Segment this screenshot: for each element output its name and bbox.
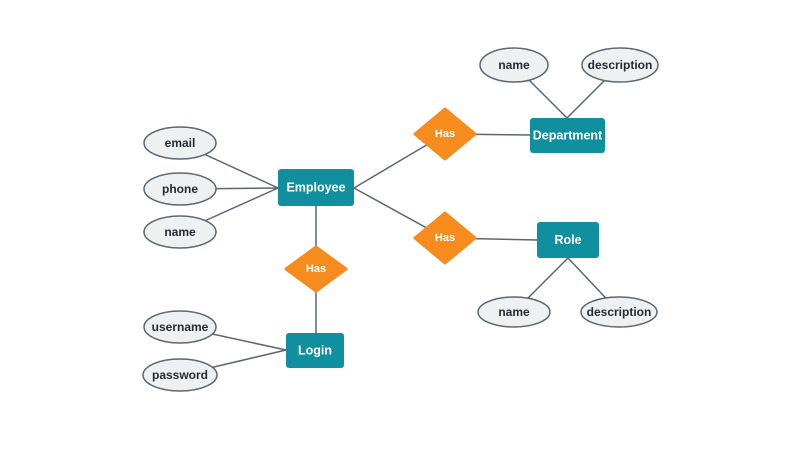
attr-password[interactable] bbox=[142, 358, 218, 392]
attr-role-description-shape[interactable] bbox=[580, 296, 658, 328]
attr-role-name[interactable] bbox=[477, 296, 551, 328]
entity-employee[interactable] bbox=[278, 169, 354, 206]
attr-username-shape[interactable] bbox=[143, 310, 217, 344]
rel-has-department-shape[interactable] bbox=[413, 107, 477, 161]
entity-role-shape[interactable] bbox=[537, 222, 599, 258]
rel-has-role[interactable] bbox=[413, 211, 477, 265]
attr-department-name-shape[interactable] bbox=[479, 47, 549, 83]
attr-phone[interactable] bbox=[143, 172, 217, 206]
rel-has-department[interactable] bbox=[413, 107, 477, 161]
attr-email-shape[interactable] bbox=[143, 126, 217, 160]
attr-role-name-shape[interactable] bbox=[477, 296, 551, 328]
attr-employee-name[interactable] bbox=[143, 215, 217, 249]
entity-login[interactable] bbox=[286, 333, 344, 368]
attr-phone-shape[interactable] bbox=[143, 172, 217, 206]
rel-has-login[interactable] bbox=[284, 245, 348, 293]
entity-login-shape[interactable] bbox=[286, 333, 344, 368]
attr-department-description[interactable] bbox=[581, 47, 659, 83]
attr-department-name[interactable] bbox=[479, 47, 549, 83]
attr-department-description-shape[interactable] bbox=[581, 47, 659, 83]
entity-employee-shape[interactable] bbox=[278, 169, 354, 206]
rel-has-role-shape[interactable] bbox=[413, 211, 477, 265]
attr-password-shape[interactable] bbox=[142, 358, 218, 392]
rel-has-login-shape[interactable] bbox=[284, 245, 348, 293]
attr-email[interactable] bbox=[143, 126, 217, 160]
attr-username[interactable] bbox=[143, 310, 217, 344]
entity-department[interactable] bbox=[530, 118, 605, 153]
attr-employee-name-shape[interactable] bbox=[143, 215, 217, 249]
entity-role[interactable] bbox=[537, 222, 599, 258]
entity-department-shape[interactable] bbox=[530, 118, 605, 153]
attr-role-description[interactable] bbox=[580, 296, 658, 328]
